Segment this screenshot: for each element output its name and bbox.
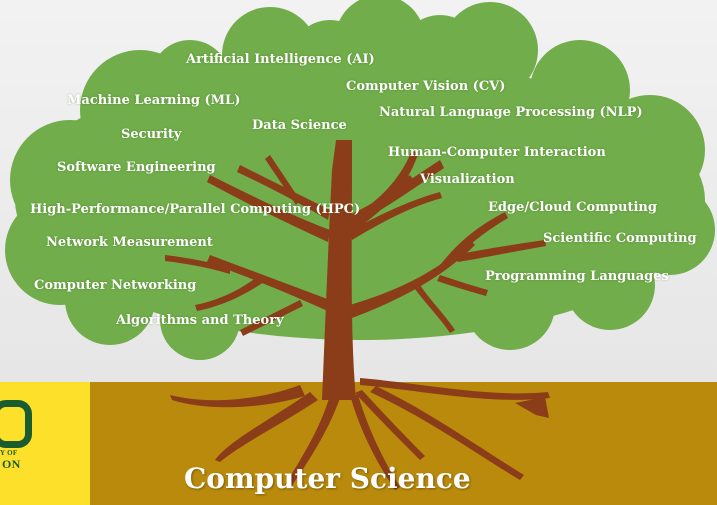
topic-security: Security [121, 127, 182, 142]
diagram-title: Computer Science [184, 462, 471, 495]
tree-canopy [5, 0, 715, 360]
topic-network-measurement: Network Measurement [46, 235, 213, 250]
logo-mark-icon [0, 400, 32, 448]
topic-nlp: Natural Language Processing (NLP) [379, 105, 643, 120]
topic-computer-networking: Computer Networking [34, 278, 197, 293]
tree-roots [170, 378, 550, 490]
topic-hci: Human-Computer Interaction [388, 145, 606, 160]
topic-hpc: High-Performance/Parallel Computing (HPC… [30, 202, 361, 217]
topic-software-engineering: Software Engineering [57, 160, 216, 175]
topic-visualization: Visualization [420, 172, 515, 187]
topic-computer-vision: Computer Vision (CV) [346, 79, 506, 94]
tree-trunk [165, 140, 546, 400]
topic-programming-languages: Programming Languages [485, 269, 669, 284]
logo-wordmark: Y OF ON [0, 448, 90, 470]
logo-line-2: ON [2, 457, 21, 471]
topic-scientific-computing: Scientific Computing [543, 231, 697, 246]
topic-ai: Artificial Intelligence (AI) [186, 52, 375, 67]
topic-algorithms-theory: Algorithms and Theory [116, 313, 284, 328]
topic-edge-cloud: Edge/Cloud Computing [488, 200, 657, 215]
logo-line-1: Y OF [0, 449, 18, 457]
topic-data-science: Data Science [252, 118, 347, 133]
university-logo [0, 382, 90, 505]
topic-machine-learning: Machine Learning (ML) [67, 93, 241, 108]
